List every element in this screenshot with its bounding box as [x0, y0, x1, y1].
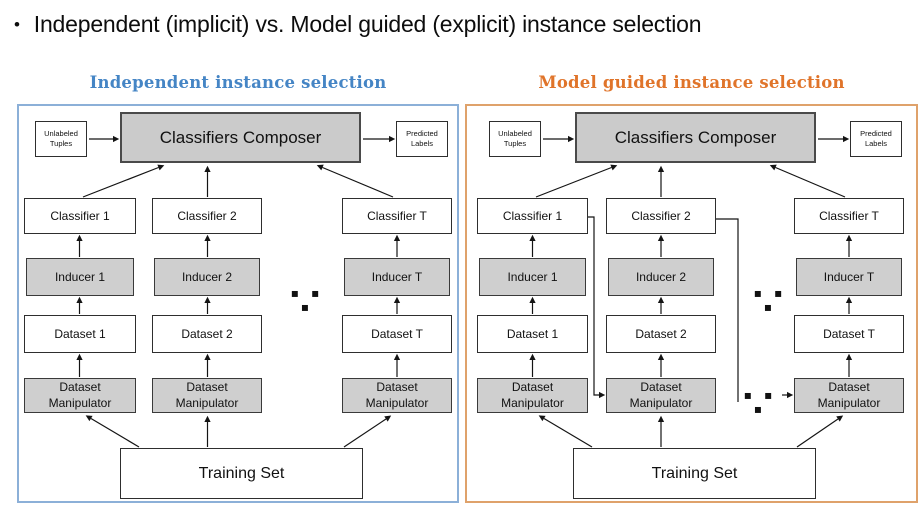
unlabeled-tuples-box: Unlabeled Tuples [35, 121, 87, 157]
inducerT-box: Inducer T [796, 258, 902, 296]
manipulatorT-box: Dataset Manipulator [342, 378, 452, 413]
manipulator2-line2: Manipulator [629, 395, 693, 410]
dataset2-box: Dataset 2 [606, 315, 716, 353]
bullet-icon: • [14, 15, 20, 34]
arrows-layer [76, 135, 401, 448]
dataset1-box: Dataset 1 [477, 315, 588, 353]
manipulator2-box: Dataset Manipulator [152, 378, 262, 413]
arrow-training-to-manipulatorT [343, 415, 392, 448]
classifier1-box: Classifier 1 [477, 198, 588, 234]
inducer2-box: Inducer 2 [154, 258, 260, 296]
manipulator1-line2: Manipulator [48, 395, 112, 410]
unlabeled-line2: Tuples [49, 139, 73, 148]
columns-ellipsis: ▪ ▪ ▪ [290, 286, 324, 314]
manipulatorT-line1: Dataset [376, 379, 418, 394]
manipulator1-box: Dataset Manipulator [477, 378, 588, 413]
datasetT-box: Dataset T [794, 315, 904, 353]
manipulatorT-box: Dataset Manipulator [794, 378, 904, 413]
slide-title-text: Independent (implicit) vs. Model guided … [33, 11, 702, 37]
manipulator1-line2: Manipulator [501, 395, 564, 410]
manipulatorT-line2: Manipulator [817, 395, 881, 410]
datasetT-box: Dataset T [342, 315, 452, 353]
unlabeled-line2: Tuples [503, 139, 527, 148]
manipulator1-line1: Dataset [511, 379, 554, 394]
independent-heading: Independent instance selection [89, 73, 387, 92]
predicted-line2: Labels [410, 139, 434, 148]
inducer1-box: Inducer 1 [479, 258, 586, 296]
unlabeled-line1: Unlabeled [44, 129, 78, 139]
columns-ellipsis: ▪ ▪ ▪ [753, 286, 787, 314]
feedback-classifier1-to-manipulator2 [588, 216, 606, 399]
manipulator2-line1: Dataset [640, 379, 682, 394]
manipulatorT-line2: Manipulator [365, 395, 429, 410]
unlabeled-tuples-box: Unlabeled Tuples [489, 121, 541, 157]
classifier2-box: Classifier 2 [606, 198, 716, 234]
classifiers-composer-box: Classifiers Composer [120, 112, 361, 163]
predicted-labels-box: Predicted Labels [850, 121, 902, 157]
slide-title: • Independent (implicit) vs. Model guided… [14, 11, 894, 38]
panel-model-guided: Unlabeled Tuples Classifiers Composer Pr… [465, 104, 918, 503]
manipulator1-box: Dataset Manipulator [24, 378, 136, 413]
unlabeled-line1: Unlabeled [498, 129, 532, 139]
classifier2-box: Classifier 2 [152, 198, 262, 234]
dataset2-box: Dataset 2 [152, 315, 262, 353]
manipulator1-line1: Dataset [59, 379, 101, 394]
classifiers-composer-box: Classifiers Composer [575, 112, 816, 163]
training-set-box: Training Set [120, 448, 363, 499]
arrows-layer [529, 135, 853, 448]
arrow-classifierT-to-composer [769, 164, 846, 198]
guided-heading: Model guided instance selection [538, 73, 845, 92]
inducer1-box: Inducer 1 [26, 258, 134, 296]
arrow-classifier1-to-composer [82, 164, 165, 198]
arrow-training-to-manipulator1 [538, 415, 593, 448]
predicted-line1: Predicted [860, 129, 892, 139]
feedback-classifier2-down [716, 218, 739, 402]
predicted-labels-box: Predicted Labels [396, 121, 448, 157]
manipulator2-line1: Dataset [186, 379, 228, 394]
panel-independent: Unlabeled Tuples Classifiers Composer Pr… [17, 104, 459, 503]
arrow-classifierT-to-composer [316, 164, 394, 198]
training-set-box: Training Set [573, 448, 816, 499]
classifierT-box: Classifier T [794, 198, 904, 234]
classifierT-box: Classifier T [342, 198, 452, 234]
manipulator-row-ellipsis: ▪ ▪ ▪ [743, 388, 777, 416]
predicted-line1: Predicted [406, 129, 438, 139]
classifier1-box: Classifier 1 [24, 198, 136, 234]
manipulator2-line2: Manipulator [175, 395, 239, 410]
inducerT-box: Inducer T [344, 258, 450, 296]
dataset1-box: Dataset 1 [24, 315, 136, 353]
arrow-classifier1-to-composer [535, 164, 618, 198]
predicted-line2: Labels [864, 139, 888, 148]
arrow-training-to-manipulatorT [796, 415, 844, 448]
inducer2-box: Inducer 2 [608, 258, 714, 296]
manipulator2-box: Dataset Manipulator [606, 378, 716, 413]
arrow-training-to-manipulator1 [85, 415, 140, 448]
manipulatorT-line1: Dataset [828, 379, 870, 394]
